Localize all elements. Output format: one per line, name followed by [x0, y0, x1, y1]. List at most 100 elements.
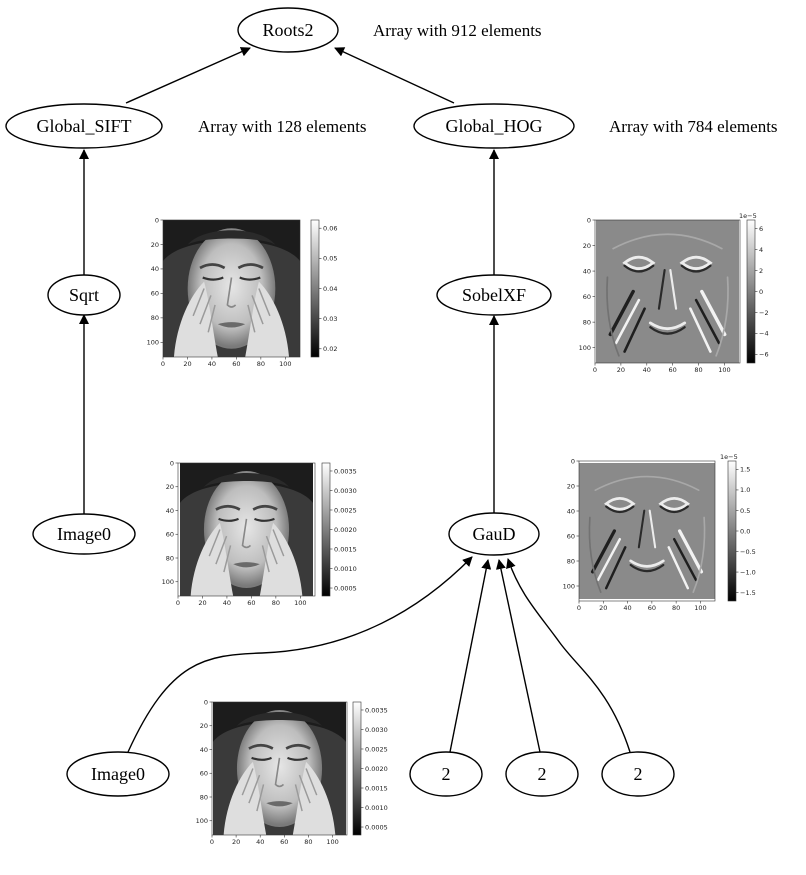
image0-a-output-y-tick-label: 100	[162, 578, 174, 586]
image0-b-output-x-tick-label: 20	[232, 838, 240, 846]
node-const-1-label: 2	[442, 764, 451, 784]
image0-b-output-colorbar-tick-label: 0.0025	[365, 745, 388, 753]
edge-const-3-to-gaud	[506, 558, 631, 753]
image0-a-output-x-tick-label: 20	[198, 599, 206, 607]
gaud-output-colorbar-scale-label: 1e−5	[720, 453, 738, 461]
sqrt-output-x-tick-label: 100	[279, 360, 291, 368]
sobelxf-output-colorbar-tick-label: 2	[759, 267, 763, 275]
image0-a-output-colorbar-tick-label: 0.0035	[334, 467, 357, 475]
node-const-2: 2	[505, 751, 579, 797]
edge-const-2-to-gaud	[495, 559, 541, 753]
gaud-output-colorbar-tick-label: 0.0	[740, 527, 750, 535]
sqrt-output-x-tick-label: 40	[208, 360, 216, 368]
node-global-hog-label: Global_HOG	[446, 116, 543, 136]
gaud-output-colorbar-tick-label: −0.5	[740, 548, 756, 556]
node-global-sift: Global_SIFT	[5, 103, 163, 149]
image0-a-output-y-tick-label: 80	[166, 554, 174, 562]
gaud-output-colorbar	[727, 460, 737, 602]
sqrt-output-x-tick-label: 0	[161, 360, 165, 368]
image0-a-output-colorbar-tick-label: 0.0015	[334, 545, 357, 553]
sqrt-output-y-tick-label: 80	[151, 314, 159, 322]
edge-global-hog-to-roots2	[334, 47, 455, 104]
image0-a-output-colorbar	[321, 462, 331, 597]
gaud-output-x-tick-label: 60	[648, 604, 656, 612]
image0-a-output-x-tick-label: 60	[247, 599, 255, 607]
edge-const-1-to-gaud	[449, 559, 492, 753]
image0-a-output-x-tick-label: 100	[294, 599, 306, 607]
gaud-output-x-tick-label: 100	[694, 604, 706, 612]
image0-a-output-colorbar-tick-label: 0.0025	[334, 506, 357, 514]
sobelxf-output-x-tick-label: 80	[694, 366, 702, 374]
image0-b-output-x-tick-label: 100	[326, 838, 338, 846]
image0-b-output-colorbar	[352, 701, 362, 836]
image0-b-output-x-tick-label: 40	[256, 838, 264, 846]
image0-a-output-image-frame	[177, 462, 316, 597]
sqrt-output-colorbar-tick-label: 0.06	[323, 225, 337, 233]
sobelxf-output-colorbar-tick-label: 6	[759, 225, 763, 233]
gaud-output-colorbar-tick-label: 0.5	[740, 507, 750, 515]
gaud-output-colorbar-tick-label: 1.0	[740, 486, 750, 494]
node-gaud-label: GauD	[473, 524, 516, 544]
sobelxf-output-colorbar-tick-label: 0	[759, 288, 763, 296]
sqrt-output-colorbar	[310, 219, 320, 358]
image0-b-output-y-tick-label: 20	[200, 722, 208, 730]
node-roots2-label: Roots2	[262, 20, 313, 40]
image0-b-output-colorbar-tick-label: 0.0005	[365, 823, 388, 831]
sqrt-output-colorbar-tick-label: 0.02	[323, 345, 337, 353]
edge-image0-b-to-gaud	[127, 556, 473, 753]
node-global-hog: Global_HOG	[413, 103, 575, 149]
sobelxf-output-colorbar-scale-label: 1e−5	[739, 212, 757, 220]
sobelxf-output-x-tick-label: 20	[617, 366, 625, 374]
gaud-output-colorbar-tick-label: 1.5	[740, 466, 750, 474]
image0-b-output-image-frame	[211, 701, 348, 836]
node-sqrt-label: Sqrt	[69, 285, 99, 305]
gaud-output-y-tick-label: 100	[563, 582, 575, 590]
gaud-output-image-frame	[578, 460, 716, 602]
sobelxf-output-colorbar-tick-label: 4	[759, 246, 763, 254]
gaud-output-y-tick-label: 40	[567, 507, 575, 515]
gaud-output-x-tick-label: 0	[577, 604, 581, 612]
node-const-3: 2	[601, 751, 675, 797]
image0-a-output-colorbar-tick-label: 0.0030	[334, 487, 357, 495]
image0-b-output-colorbar-tick-label: 0.0035	[365, 706, 388, 714]
node-image0-b-label: Image0	[91, 764, 145, 784]
node-image0-a: Image0	[32, 513, 136, 555]
sqrt-output-y-tick-label: 100	[147, 339, 159, 347]
node-sobelxf: SobelXF	[436, 274, 552, 316]
roots2-annotation: Array with 912 elements	[373, 21, 542, 40]
image0-b-output-y-tick-label: 60	[200, 770, 208, 778]
node-const-2-label: 2	[538, 764, 547, 784]
gaud-output-y-tick-label: 60	[567, 532, 575, 540]
sobelxf-output-y-tick-label: 20	[583, 242, 591, 250]
global-hog-annotation: Array with 784 elements	[609, 117, 778, 136]
image0-a-output-y-tick-label: 40	[166, 507, 174, 515]
node-const-3-label: 2	[634, 764, 643, 784]
sobelxf-output-y-tick-label: 80	[583, 318, 591, 326]
node-sobelxf-label: SobelXF	[462, 285, 526, 305]
image0-a-output-x-tick-label: 0	[176, 599, 180, 607]
image0-a-output-colorbar-tick-label: 0.0020	[334, 526, 357, 534]
gaud-output-colorbar-tick-label: −1.5	[740, 589, 756, 597]
image0-a-output-image	[178, 463, 315, 596]
sqrt-output-x-tick-label: 60	[232, 360, 240, 368]
image0-b-output-x-tick-label: 0	[210, 838, 214, 846]
image0-a-output-colorbar-tick-label: 0.0010	[334, 565, 357, 573]
image0-a-output-y-tick-label: 20	[166, 483, 174, 491]
image0-a-output-colorbar-tick-label: 0.0005	[334, 584, 357, 592]
image0-a-output-y-tick-label: 60	[166, 531, 174, 539]
sobelxf-output-y-tick-label: 60	[583, 293, 591, 301]
sobelxf-output-colorbar-tick-label: −6	[759, 351, 769, 359]
gaud-output-y-tick-label: 80	[567, 557, 575, 565]
gaud-output-x-tick-label: 40	[623, 604, 631, 612]
gaud-output-x-tick-label: 80	[672, 604, 680, 612]
gaud-output-y-tick-label: 20	[567, 482, 575, 490]
image0-b-output-colorbar-tick-label: 0.0030	[365, 726, 388, 734]
node-sqrt: Sqrt	[47, 274, 121, 316]
image0-b-output-y-tick-label: 100	[196, 817, 208, 825]
sobelxf-output-image	[595, 220, 740, 363]
sqrt-output-y-tick-label: 20	[151, 241, 159, 249]
sobelxf-output-y-tick-label: 40	[583, 267, 591, 275]
image0-b-output-colorbar-tick-label: 0.0015	[365, 784, 388, 792]
